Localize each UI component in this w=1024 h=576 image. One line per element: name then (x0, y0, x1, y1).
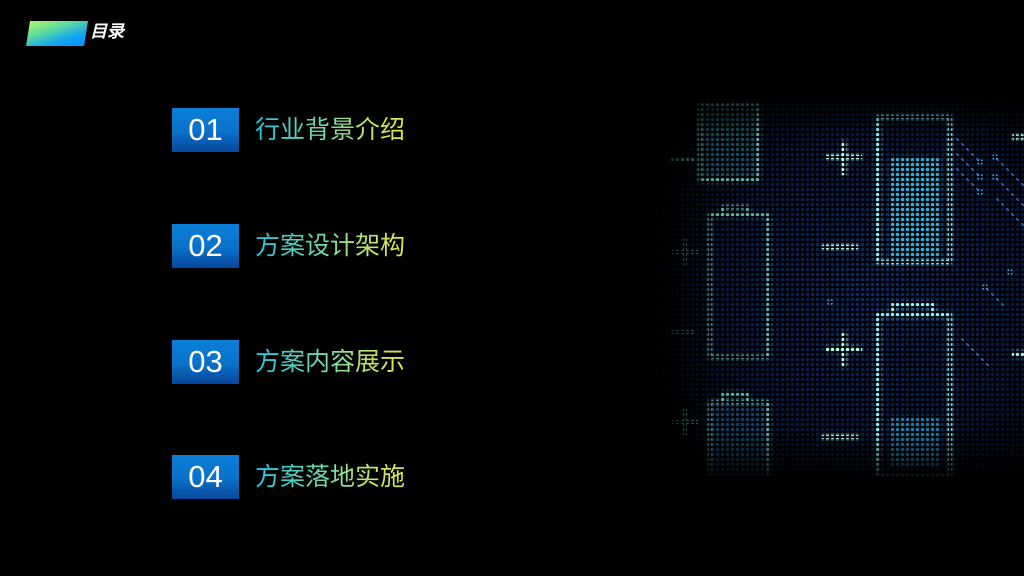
toc-item-3[interactable]: 03 方案内容展示 (172, 340, 405, 384)
toc-item-2[interactable]: 02 方案设计架构 (172, 224, 405, 268)
page-title: 目录 (90, 22, 124, 42)
toc-label: 行业背景介绍 (255, 108, 405, 152)
toc-number-badge: 02 (172, 224, 239, 268)
toc-item-1[interactable]: 01 行业背景介绍 (172, 108, 405, 152)
toc-number-badge: 01 (172, 108, 239, 152)
toc-item-4[interactable]: 04 方案落地实施 (172, 455, 405, 499)
toc-label: 方案落地实施 (255, 455, 405, 499)
toc-number-badge: 03 (172, 340, 239, 384)
toc-label: 方案内容展示 (255, 340, 405, 384)
toc-label: 方案设计架构 (255, 224, 405, 268)
header-accent-badge (26, 21, 88, 46)
toc-number-badge: 04 (172, 455, 239, 499)
battery-circuit-image (650, 97, 1024, 477)
